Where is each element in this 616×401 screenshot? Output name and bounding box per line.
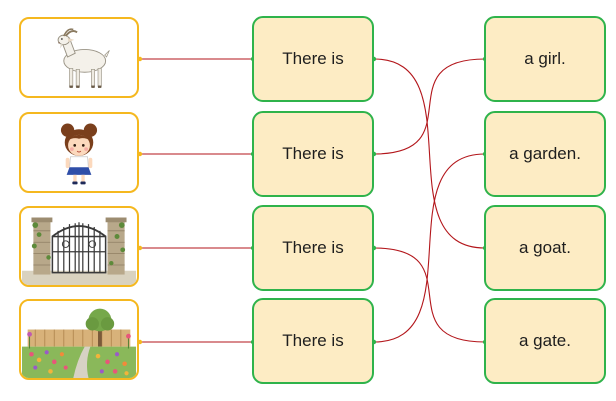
phrase-card-2[interactable]: There is [252, 111, 374, 197]
phrase-card-3[interactable]: There is [252, 205, 374, 291]
girl-icon [60, 123, 98, 185]
goat-icon [57, 28, 110, 88]
phrase-card-label: There is [282, 144, 344, 163]
picture-card-girl[interactable] [19, 112, 139, 193]
match-line-2 [373, 58, 486, 155]
match-line-1 [373, 58, 486, 249]
ending-card-label: a girl. [524, 49, 566, 68]
picture-card-gate[interactable] [19, 206, 139, 287]
phrase-card-1[interactable]: There is [252, 16, 374, 102]
match-line-3 [373, 247, 486, 343]
picture-card-garden[interactable] [19, 299, 139, 380]
gate-icon [21, 217, 137, 285]
ending-card-label: a garden. [509, 144, 581, 163]
garden-icon [21, 301, 137, 378]
ending-card-gate[interactable]: a gate. [484, 298, 606, 384]
ending-card-garden[interactable]: a garden. [484, 111, 606, 197]
phrase-card-label: There is [282, 331, 344, 350]
phrase-card-4[interactable]: There is [252, 298, 374, 384]
phrase-card-label: There is [282, 49, 344, 68]
ending-card-girl[interactable]: a girl. [484, 16, 606, 102]
picture-card-goat[interactable] [19, 17, 139, 98]
phrase-card-label: There is [282, 238, 344, 257]
ending-card-label: a gate. [519, 331, 571, 350]
ending-card-goat[interactable]: a goat. [484, 205, 606, 291]
match-line-4 [373, 153, 486, 343]
ending-card-label: a goat. [519, 238, 571, 257]
